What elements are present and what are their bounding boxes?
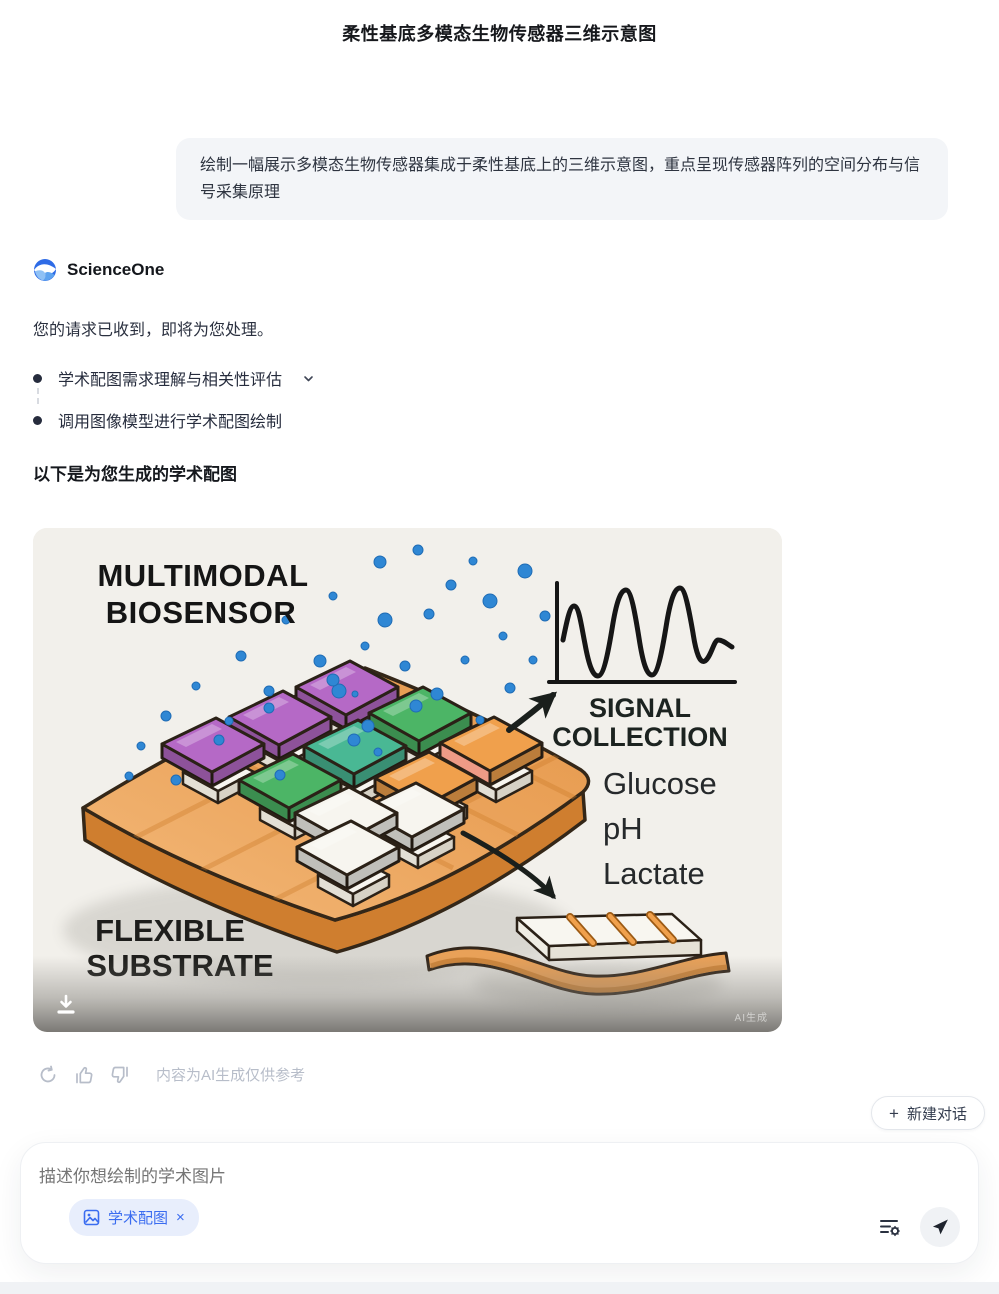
ai-disclaimer-text: 内容为AI生成仅供参考: [156, 1067, 306, 1085]
sensor-pad-orange-salmon: [438, 715, 544, 804]
page-title: 柔性基底多模态生物传感器三维示意图: [342, 24, 657, 44]
regenerate-icon[interactable]: [38, 1065, 58, 1085]
thumbs-down-icon[interactable]: [110, 1065, 130, 1085]
signal-plot: [547, 581, 737, 685]
user-message-bubble: 绘制一幅展示多模态生物传感器集成于柔性基底上的三维示意图，重点呈现传感器阵列的空…: [176, 138, 948, 221]
scienceone-logo-icon: [34, 259, 56, 282]
new-chat-label: 新建对话: [906, 1105, 967, 1123]
ai-watermark: AI生成: [734, 1013, 768, 1025]
label-glucose: Glucose: [603, 766, 717, 801]
arrow-to-strip: [460, 830, 556, 900]
result-heading: 以下是为您生成的学术配图: [33, 465, 237, 485]
label-signal: SIGNAL: [589, 693, 691, 723]
arrow-to-signal: [506, 691, 558, 734]
assistant-steps: 学术配图需求理解与相关性评估 调用图像模型进行学术配图绘制: [33, 366, 999, 432]
step-label: 调用图像模型进行学术配图绘制: [58, 414, 283, 432]
image-icon: [83, 1210, 100, 1226]
step-item-2[interactable]: 调用图像模型进行学术配图绘制: [33, 408, 999, 432]
prompt-input[interactable]: [39, 1167, 679, 1188]
step-item-1[interactable]: 学术配图需求理解与相关性评估: [33, 366, 999, 390]
mode-tag-academic-figure[interactable]: 学术配图 ×: [69, 1199, 199, 1237]
step-bullet-icon: [33, 373, 42, 383]
prompt-settings-icon[interactable]: [878, 1215, 902, 1239]
thumbs-up-icon[interactable]: [74, 1065, 94, 1085]
label-ph: pH: [603, 811, 643, 846]
assistant-brand-row: ScienceOne: [33, 258, 999, 282]
strip-electrodes: [566, 911, 677, 948]
label-lactate: Lactate: [603, 856, 705, 891]
message-actions: 内容为AI生成仅供参考: [38, 1064, 999, 1085]
label-biosensor: BIOSENSOR: [106, 595, 297, 630]
mode-tag-label: 学术配图: [108, 1210, 169, 1228]
label-multimodal: MULTIMODAL: [97, 558, 308, 593]
sensor-array: [160, 659, 544, 908]
generated-figure-card[interactable]: MULTIMODAL BIOSENSOR SIGNAL COLLECTION F…: [33, 528, 782, 1033]
step-bullet-icon: [33, 415, 42, 425]
step-connector-line: [36, 388, 39, 405]
download-icon[interactable]: [53, 992, 79, 1018]
plus-icon: +: [889, 1103, 899, 1123]
assistant-intro-text: 您的请求已收到，即将为您处理。: [33, 322, 274, 340]
tag-close-icon[interactable]: ×: [176, 1209, 185, 1227]
page-bottom-strip: [0, 1282, 999, 1294]
biosensor-illustration: MULTIMODAL BIOSENSOR SIGNAL COLLECTION F…: [33, 528, 782, 1033]
new-chat-button[interactable]: + 新建对话: [871, 1096, 985, 1131]
figure-bottom-gradient: [33, 956, 782, 1033]
brand-name: ScienceOne: [67, 260, 165, 280]
composer-card[interactable]: 学术配图 ×: [20, 1142, 979, 1265]
molecule-dots: [124, 544, 551, 786]
send-plane-icon: [932, 1219, 948, 1235]
chevron-down-icon[interactable]: [302, 372, 315, 385]
step-label: 学术配图需求理解与相关性评估: [58, 372, 283, 390]
label-collection: COLLECTION: [552, 722, 728, 752]
send-button[interactable]: [920, 1207, 960, 1248]
label-flexible: FLEXIBLE: [95, 913, 245, 948]
signal-waveform: [560, 585, 735, 679]
